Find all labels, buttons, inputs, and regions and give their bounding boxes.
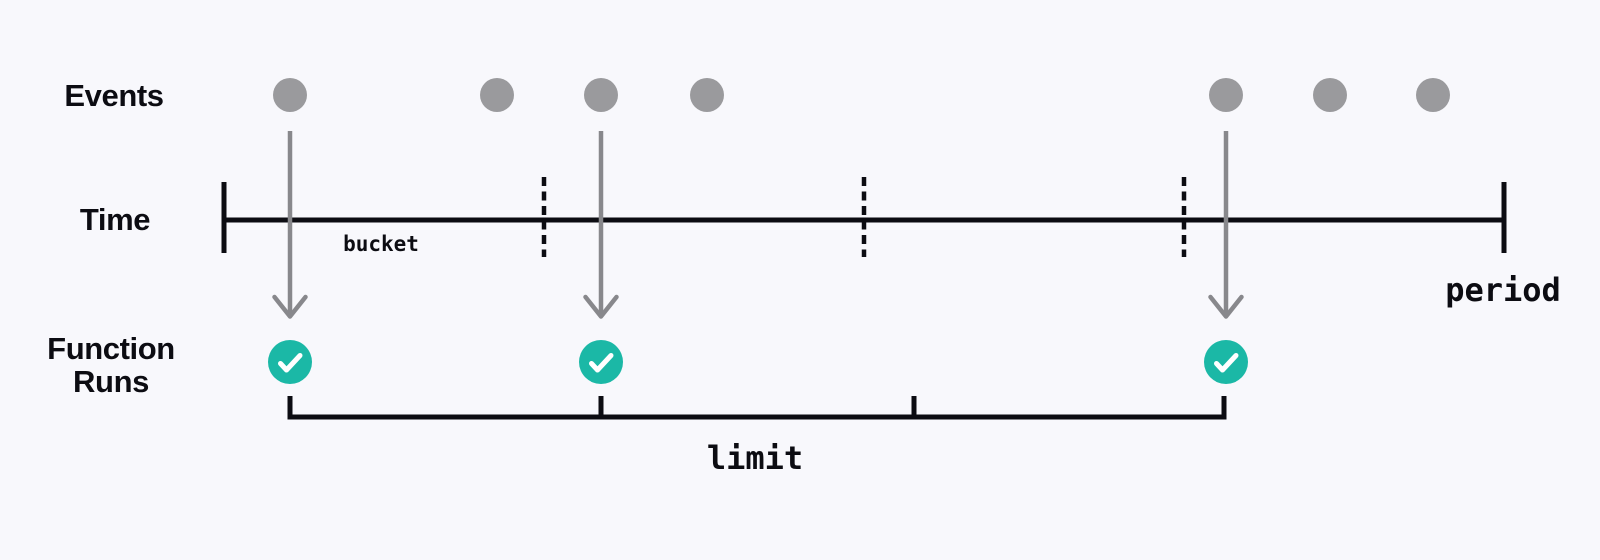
limit-bracket [287, 396, 1227, 420]
event-dot [1313, 78, 1347, 112]
arrowhead-down-icon [1208, 294, 1244, 319]
function-run-circle [579, 340, 623, 384]
function-run-markers [268, 340, 1248, 384]
checkmark-icon [1214, 353, 1239, 373]
function-runs-row-label-line2: Runs [73, 364, 149, 399]
function-run-circle [1204, 340, 1248, 384]
time-row-label: Time [80, 202, 150, 237]
function-runs-row-label-line1: Function [47, 331, 175, 366]
event-dots [273, 78, 1450, 112]
checkmark-icon [278, 353, 303, 373]
event-dot [1416, 78, 1450, 112]
timeline-axis [221, 177, 1507, 257]
event-dot [690, 78, 724, 112]
event-dot [1209, 78, 1243, 112]
period-label: period [1445, 271, 1561, 309]
event-dot [480, 78, 514, 112]
events-row-label: Events [64, 78, 163, 113]
event-dot [273, 78, 307, 112]
checkmark-icon [589, 353, 614, 373]
bucket-label: bucket [343, 232, 419, 256]
limit-label: limit [707, 439, 803, 477]
arrowhead-down-icon [272, 294, 308, 319]
limit-bracket-outline [287, 396, 1227, 420]
event-to-run-arrows [272, 131, 1244, 319]
function-run-circle [268, 340, 312, 384]
event-dot [584, 78, 618, 112]
arrowhead-down-icon [583, 294, 619, 319]
